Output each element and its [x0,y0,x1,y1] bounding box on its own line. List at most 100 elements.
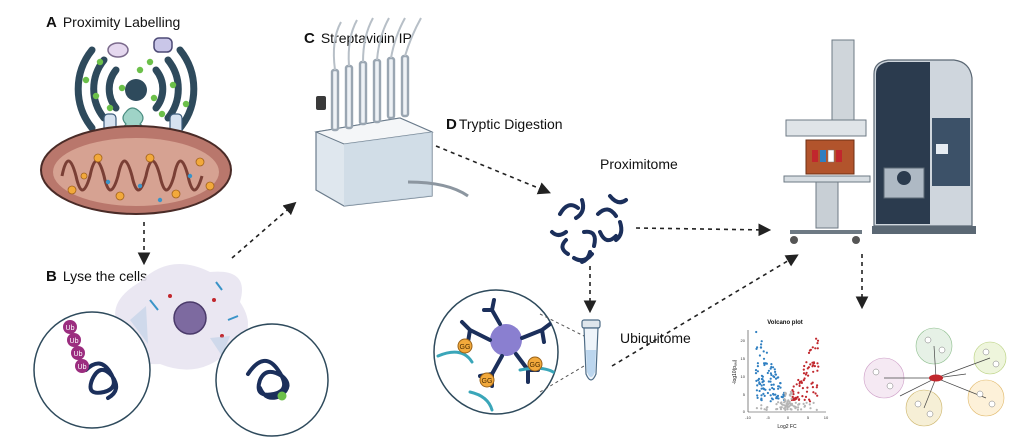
volcano-point [792,390,795,393]
arrow-b-to-c [231,201,297,259]
ub-tag: Ub [66,325,75,332]
volcano-point [758,354,762,357]
volcano-point [794,405,797,408]
volcano-point [765,406,768,409]
volcano-point [801,395,804,398]
volcano-point [805,371,808,374]
volcano-point [758,389,761,393]
volcano-point [798,402,801,405]
volcano-point [806,367,809,370]
organelle-dots [168,294,224,338]
volcano-point [762,357,766,360]
volcano-point [796,408,800,411]
volcano-point [797,378,800,382]
x-tick: -10 [745,415,752,420]
volcano-point [756,362,760,365]
volcano-point [755,379,758,382]
volcano-point [782,393,785,396]
volcano-point [803,364,806,368]
volcano-point [761,381,764,384]
bead [490,324,522,356]
interaction-network [863,327,1007,427]
volcano-point [769,400,772,403]
y-tick: 15 [741,356,746,361]
cristae [60,159,204,192]
cable [407,180,469,198]
volcano-point [756,394,759,397]
volcano-point [790,397,793,400]
volcano-point [769,394,772,397]
workflow-arrows [137,145,869,367]
volcano-point [760,407,763,410]
x-tick: -5 [766,415,770,420]
proximity-labelling-illustration [40,37,232,215]
ub-tag: Ub [78,364,87,371]
eppendorf-tube [581,319,601,381]
volcano-point [788,393,791,397]
step-c-letter: C [304,30,315,47]
y-tick: 0 [743,409,746,414]
volcano-point [789,390,793,393]
volcano-point [807,374,810,377]
volcano-point [805,361,808,364]
volcano-point [812,361,816,364]
volcano-point [766,391,770,395]
zoom-circle-biotinylated [215,323,329,437]
volcano-point [802,379,805,382]
volcano-point [808,400,812,403]
step-b-title: Lyse the cells [62,268,148,284]
volcano-point [779,382,782,385]
volcano-point [780,395,783,398]
volcano-point [815,408,818,411]
volcano-point [763,388,766,391]
volcano-point [779,386,782,389]
volcano-point [783,401,786,404]
volcano-point [777,385,780,388]
protein-shape [107,42,129,58]
volcano-point [756,365,760,368]
step-d-title: Tryptic Digestion [458,116,563,132]
volcano-point [784,406,787,409]
volcano-plot: Volcano plot -log10(pₐₑⱼ) Log2 FC -10 -5… [732,320,829,430]
volcano-point [766,371,769,375]
step-a-letter: A [46,14,57,31]
network-nodes [872,336,1000,418]
volcano-point [765,351,769,354]
ub-tag: Ub [70,338,79,345]
volcano-point [800,408,803,411]
volcano-point [755,330,758,334]
ubiquitin-chain: Ub Ub Ub Ub [63,320,89,373]
volcano-point [808,403,811,406]
volcano-point [814,347,817,350]
arrow-ubiquitome-to-ms [611,254,799,367]
volcano-point [760,404,763,407]
volcano-point [772,366,775,369]
volcano-point [786,402,789,405]
peptide-chains [436,350,558,412]
volcano-point [760,377,764,381]
volcano-point [804,373,808,376]
volcano-point [788,402,791,405]
step-a-title: Proximity Labelling [62,14,181,30]
volcano-point [762,350,765,353]
volcano-point [779,408,783,411]
step-a-label: A Proximity Labelling [46,14,180,31]
volcano-point [816,339,820,342]
volcano-point [795,396,798,399]
volcano-point [797,406,800,409]
volcano-point [811,386,815,389]
volcano-point [760,340,763,343]
arrow-proximitome-to-ms [635,223,772,237]
volcano-point [770,373,773,377]
volcano-point [777,376,780,379]
x-tick: 10 [824,415,829,420]
volcano-points [754,330,820,411]
volcano-point [809,407,812,410]
volcano-point [781,403,784,406]
volcano-point [802,402,805,405]
volcano-point [794,401,797,404]
volcano-point [787,399,790,402]
volcano-point [801,387,805,390]
tubing [332,17,422,71]
biotin-tag [277,391,287,401]
